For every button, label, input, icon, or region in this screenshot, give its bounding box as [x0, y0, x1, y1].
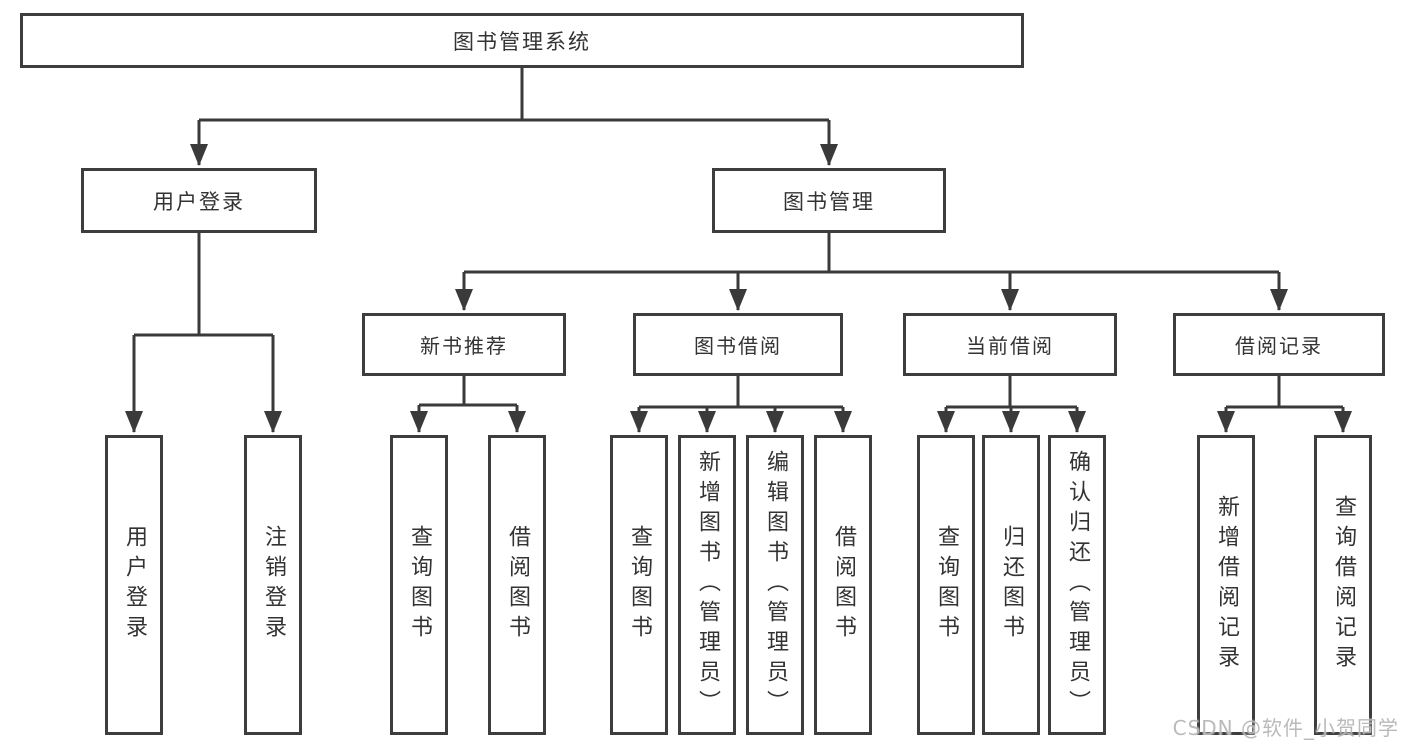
leaf-bb-add-books: 新增图书（管理员） — [678, 435, 736, 735]
node-new-book-recommend: 新书推荐 — [362, 313, 566, 376]
leaf-cb-query-books: 查询图书 — [917, 435, 975, 735]
leaf-bb-add-books-label: 新增图书（管理员） — [695, 450, 720, 720]
leaf-bb-edit-books: 编辑图书（管理员） — [746, 435, 804, 735]
leaf-user-login-label: 用户登录 — [122, 525, 147, 645]
connector-current-borrow-bus — [946, 376, 1077, 409]
leaf-bb-borrow-books-label: 借阅图书 — [831, 525, 856, 645]
node-book-management-label: 图书管理 — [783, 189, 875, 214]
connector-new-book-bus — [419, 376, 517, 407]
leaf-cb-return-books-label: 归还图书 — [999, 525, 1024, 645]
connector-root-bus — [199, 68, 829, 122]
node-borrow-record-label: 借阅记录 — [1235, 334, 1323, 358]
leaf-br-add-record: 新增借阅记录 — [1197, 435, 1255, 735]
leaf-cb-confirm-return: 确认归还（管理员） — [1048, 435, 1106, 735]
leaf-cb-confirm-return-label: 确认归还（管理员） — [1065, 450, 1090, 720]
csdn-watermark: CSDN @软件_小贺同学 — [1172, 716, 1399, 740]
connector-book-management-bus — [464, 233, 1279, 274]
connector-book-borrow-bus — [639, 376, 843, 409]
leaf-bb-query-books-label: 查询图书 — [627, 525, 652, 645]
node-user-login-label: 用户登录 — [153, 189, 245, 214]
leaf-user-login: 用户登录 — [105, 435, 163, 735]
node-book-borrow-label: 图书借阅 — [694, 334, 782, 358]
leaf-br-add-record-label: 新增借阅记录 — [1214, 495, 1239, 675]
node-book-borrow: 图书借阅 — [633, 313, 843, 376]
leaf-br-query-record-label: 查询借阅记录 — [1331, 495, 1356, 675]
node-new-book-recommend-label: 新书推荐 — [420, 334, 508, 358]
node-root: 图书管理系统 — [20, 13, 1024, 68]
node-root-label: 图书管理系统 — [453, 29, 591, 54]
leaf-bb-edit-books-label: 编辑图书（管理员） — [763, 450, 788, 720]
node-current-borrow-label: 当前借阅 — [966, 334, 1054, 358]
node-borrow-record: 借阅记录 — [1173, 313, 1385, 376]
leaf-cb-query-books-label: 查询图书 — [934, 525, 959, 645]
node-user-login: 用户登录 — [81, 168, 317, 233]
leaf-nb-query-books-label: 查询图书 — [407, 525, 432, 645]
leaf-br-query-record: 查询借阅记录 — [1314, 435, 1372, 735]
connector-borrow-record-bus — [1226, 376, 1343, 409]
leaf-bb-borrow-books: 借阅图书 — [814, 435, 872, 735]
leaf-logout-label: 注销登录 — [261, 525, 286, 645]
leaf-cb-return-books: 归还图书 — [982, 435, 1040, 735]
leaf-nb-borrow-books-label: 借阅图书 — [505, 525, 530, 645]
leaf-nb-borrow-books: 借阅图书 — [488, 435, 546, 735]
node-book-management: 图书管理 — [712, 168, 946, 233]
node-current-borrow: 当前借阅 — [903, 313, 1117, 376]
leaf-bb-query-books: 查询图书 — [610, 435, 668, 735]
leaf-logout: 注销登录 — [244, 435, 302, 735]
leaf-nb-query-books: 查询图书 — [390, 435, 448, 735]
connector-user-login-bus — [134, 233, 273, 337]
